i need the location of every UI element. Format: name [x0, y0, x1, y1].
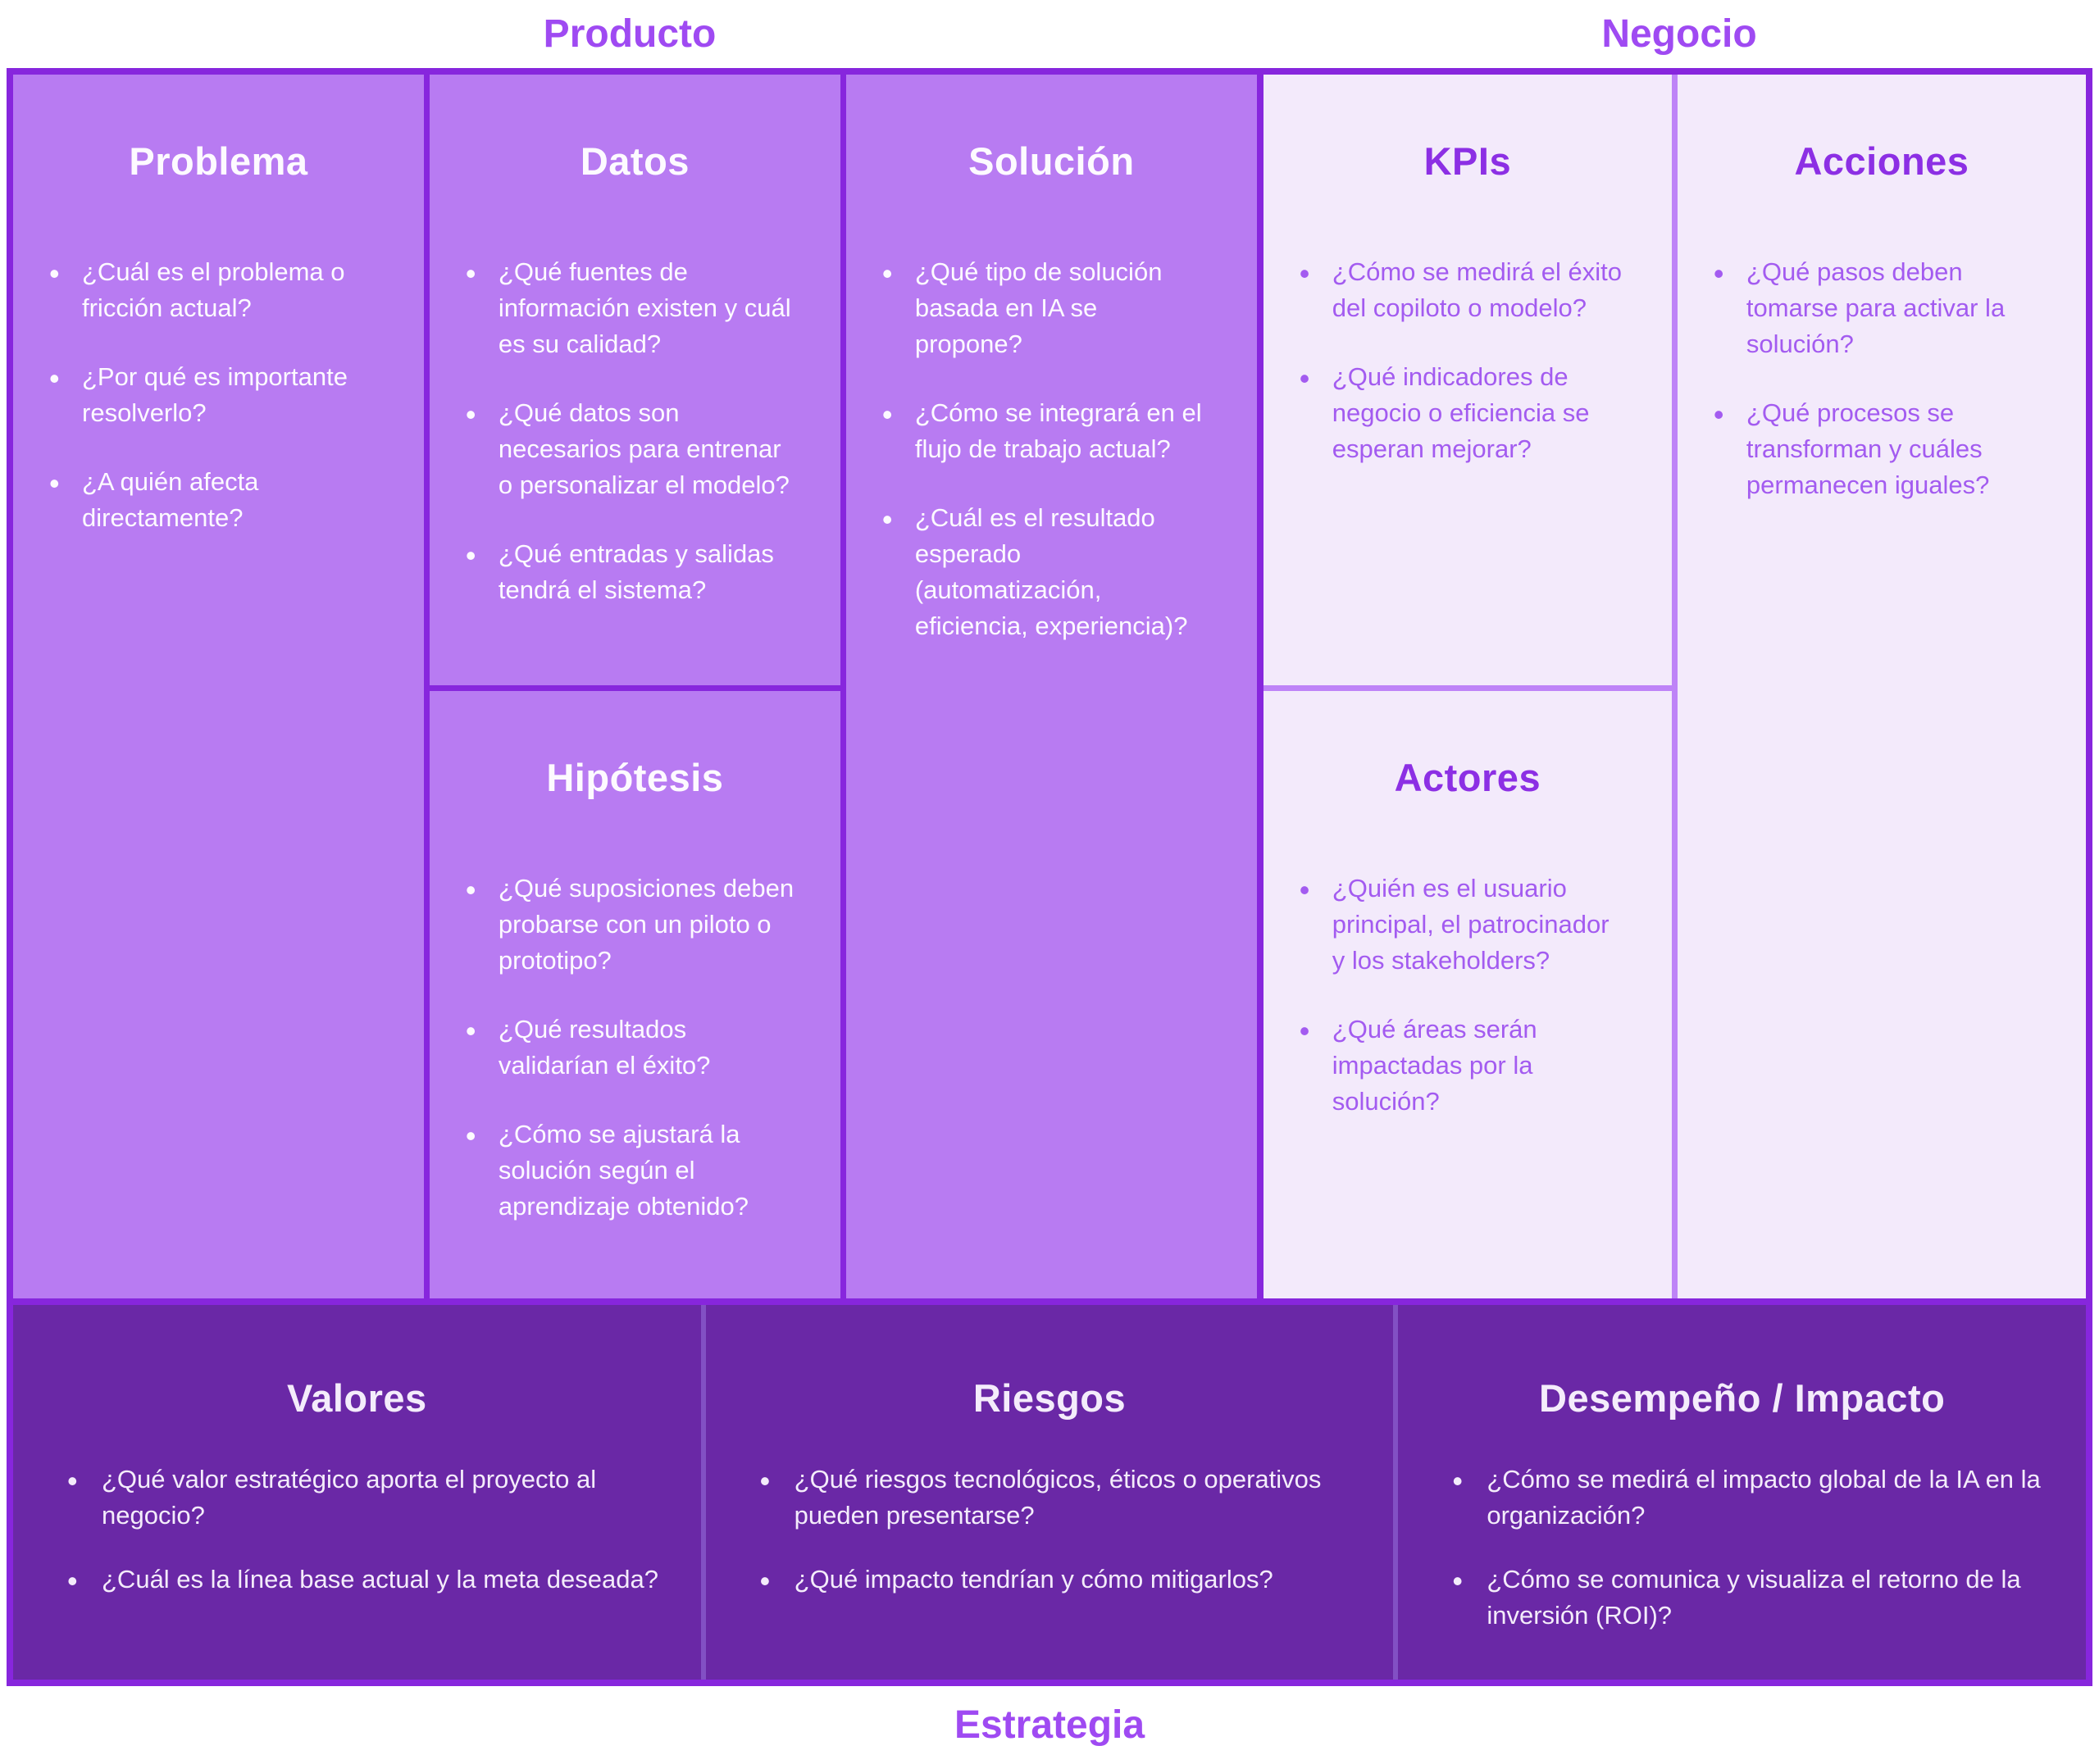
cell-actores: Actores ¿Quién es el usuario principal, … [1263, 691, 1672, 1298]
cell-solucion: Solución ¿Qué tipo de solución basada en… [845, 75, 1257, 1298]
column-datos-hipotesis: Datos ¿Qué fuentes de información existe… [429, 75, 840, 1298]
negocio-zone: KPIs ¿Cómo se medirá el éxito del copilo… [1263, 75, 2086, 1298]
solucion-bullets: ¿Qué tipo de solución basada en IA se pr… [846, 252, 1257, 644]
group-label-producto: Producto [543, 12, 717, 56]
bullet-item: ¿Cuál es la línea base actual y la meta … [66, 1560, 668, 1602]
bottom-label-band: Estrategia [0, 1686, 2099, 1764]
actores-bullets: ¿Quién es el usuario principal, el patro… [1263, 869, 1672, 1120]
bullet-item: ¿Qué áreas serán impactadas por la soluc… [1298, 1010, 1627, 1120]
bullet-item: ¿Qué riesgos tecnológicos, éticos o oper… [758, 1460, 1361, 1534]
cell-valores: Valores ¿Qué valor estratégico aporta el… [13, 1305, 701, 1680]
problema-bullets: ¿Cuál es el problema o fricción actual? … [13, 252, 424, 536]
cell-datos: Datos ¿Qué fuentes de información existe… [429, 75, 840, 685]
bullet-item: ¿Qué datos son necesarios para entrenar … [464, 393, 795, 503]
bullet-item: ¿Cómo se comunica y visualiza el retorno… [1450, 1560, 2053, 1634]
bullet-item: ¿Cómo se integrará en el flujo de trabaj… [881, 393, 1212, 467]
datos-bullets: ¿Qué fuentes de información existen y cu… [430, 252, 840, 608]
bullet-item: ¿A quién afecta directamente? [48, 462, 379, 536]
top-label-band: Producto Negocio [0, 0, 2099, 68]
producto-negocio-divider [1256, 75, 1263, 1298]
desempeno-title: Desempeño / Impacto [1539, 1376, 1946, 1420]
bullet-item: ¿Qué resultados validarían el éxito? [464, 1010, 795, 1084]
producto-zone: Problema ¿Cuál es el problema o fricción… [13, 75, 1257, 1298]
kpis-title: KPIs [1423, 139, 1512, 183]
bullet-item: ¿Qué suposiciones deben probarse con un … [464, 869, 795, 979]
column-kpis-actores: KPIs ¿Cómo se medirá el éxito del copilo… [1263, 75, 1672, 1298]
cell-desempeno-impacto: Desempeño / Impacto ¿Cómo se medirá el i… [1398, 1305, 2086, 1680]
bullet-item: ¿Qué indicadores de negocio o eficiencia… [1298, 357, 1627, 467]
cell-problema: Problema ¿Cuál es el problema o fricción… [13, 75, 424, 1298]
acciones-bullets: ¿Qué pasos deben tomarse para activar la… [1678, 252, 2086, 503]
estrategia-zone: Valores ¿Qué valor estratégico aporta el… [13, 1305, 2086, 1680]
cell-acciones: Acciones ¿Qué pasos deben tomarse para a… [1677, 75, 2086, 1298]
desempeno-bullets: ¿Cómo se medirá el impacto global de la … [1398, 1460, 2086, 1634]
riesgos-title: Riesgos [972, 1376, 1127, 1420]
cell-kpis: KPIs ¿Cómo se medirá el éxito del copilo… [1263, 75, 1672, 685]
group-label-estrategia: Estrategia [954, 1703, 1145, 1747]
bullet-item: ¿Qué impacto tendrían y cómo mitigarlos? [758, 1560, 1361, 1602]
bullet-item: ¿Qué pasos deben tomarse para activar la… [1712, 252, 2041, 362]
bullet-item: ¿Qué valor estratégico aporta el proyect… [66, 1460, 668, 1534]
bullet-item: ¿Cuál es el resultado esperado (automati… [881, 498, 1212, 644]
bullet-item: ¿Qué procesos se transforman y cuáles pe… [1712, 393, 2041, 503]
estrategia-row-divider [13, 1298, 2086, 1305]
valores-bullets: ¿Qué valor estratégico aporta el proyect… [13, 1460, 701, 1602]
bullet-item: ¿Cómo se ajustará la solución según el a… [464, 1115, 795, 1225]
bullet-item: ¿Qué entradas y salidas tendrá el sistem… [464, 534, 795, 608]
ai-canvas: Problema ¿Cuál es el problema o fricción… [7, 68, 2092, 1686]
bullet-item: ¿Cuál es el problema o fricción actual? [48, 252, 379, 326]
kpis-bullets: ¿Cómo se medirá el éxito del copiloto o … [1263, 252, 1672, 467]
bullet-item: ¿Por qué es importante resolverlo? [48, 357, 379, 431]
bullet-item: ¿Quién es el usuario principal, el patro… [1298, 869, 1627, 979]
bullet-item: ¿Qué fuentes de información existen y cu… [464, 252, 795, 362]
datos-title: Datos [580, 139, 690, 183]
actores-title: Actores [1394, 756, 1541, 799]
riesgos-bullets: ¿Qué riesgos tecnológicos, éticos o oper… [706, 1460, 1394, 1602]
hipotesis-bullets: ¿Qué suposiciones deben probarse con un … [430, 869, 840, 1225]
cell-hipotesis: Hipótesis ¿Qué suposiciones deben probar… [429, 691, 840, 1298]
bullet-item: ¿Cómo se medirá el éxito del copiloto o … [1298, 252, 1627, 326]
upper-grid: Problema ¿Cuál es el problema o fricción… [13, 75, 2086, 1298]
valores-title: Valores [286, 1376, 427, 1420]
group-label-negocio: Negocio [1601, 12, 1757, 56]
problema-title: Problema [129, 139, 308, 183]
bullet-item: ¿Qué tipo de solución basada en IA se pr… [881, 252, 1212, 362]
bullet-item: ¿Cómo se medirá el impacto global de la … [1450, 1460, 2053, 1534]
cell-riesgos: Riesgos ¿Qué riesgos tecnológicos, ético… [705, 1305, 1394, 1680]
solucion-title: Solución [968, 139, 1135, 183]
hipotesis-title: Hipótesis [546, 756, 724, 799]
acciones-title: Acciones [1794, 139, 1969, 183]
